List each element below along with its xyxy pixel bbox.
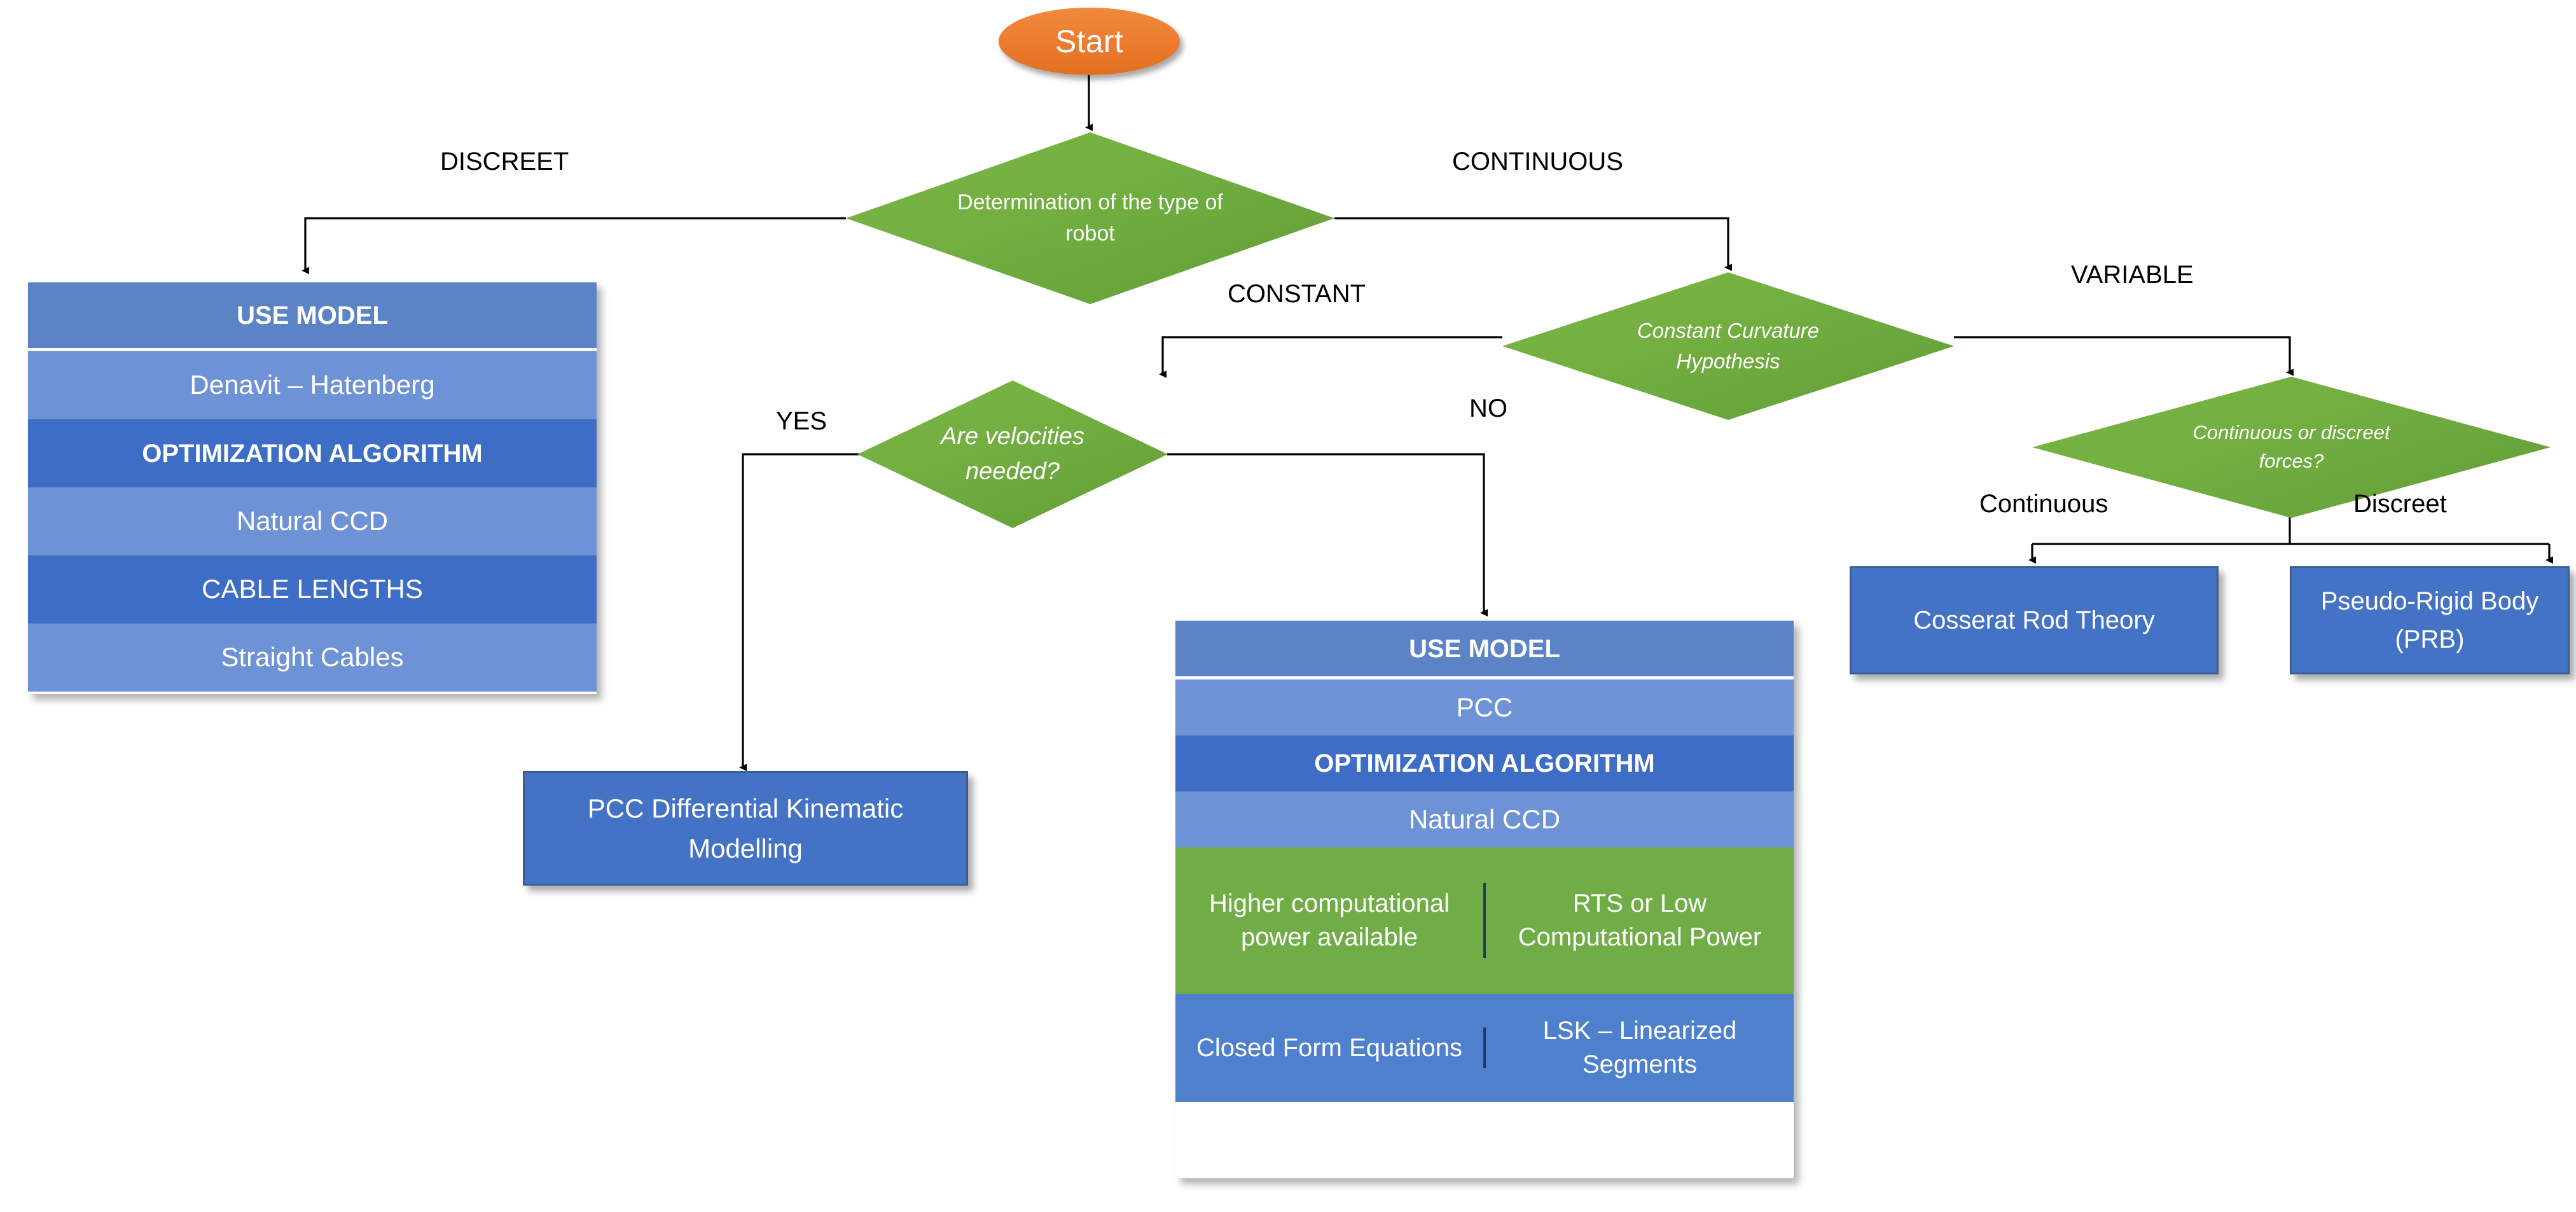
process-pcc-differential-label: PCC Differential Kinematic Modelling (587, 793, 904, 863)
edge-discreet (301, 217, 846, 274)
decision-forces-type[interactable]: Continuous or discreet forces? (2032, 377, 2551, 518)
table-row: CABLE LENGTHS (28, 555, 597, 623)
decision-constant-curvature-label: Constant Curvature Hypothesis (1637, 319, 1820, 373)
decision-type-of-robot[interactable]: Determination of the type of robot (846, 132, 1334, 304)
edge-label-discreet: DISCREET (440, 148, 569, 176)
table-row: PCC (1175, 679, 1794, 735)
table-cell: LSK – Linearized Segments (1542, 1017, 1737, 1078)
edge-label-constant: CONSTANT (1228, 280, 1366, 308)
start-label: Start (1055, 24, 1124, 59)
edge-no (1167, 453, 1488, 616)
discreet-use-model-table[interactable]: USE MODEL Denavit – Hatenberg OPTIMIZATI… (28, 282, 597, 694)
table-row-split: Closed Form Equations LSK – Linearized S… (1175, 994, 1794, 1102)
table-row: Straight Cables (28, 623, 597, 692)
edge-label-continuous: CONTINUOUS (1452, 148, 1623, 176)
start-node[interactable]: Start (999, 8, 1180, 75)
table-cell: Closed Form Equations (1175, 1027, 1486, 1069)
edge-label-continuous-force: Continuous (1979, 490, 2109, 518)
edge-continuous (1334, 217, 1732, 271)
table-cell: RTS or Low Computational Power (1518, 889, 1762, 951)
table-row: USE MODEL (1175, 621, 1794, 679)
table-row: OPTIMIZATION ALGORITHM (28, 419, 597, 487)
process-pseudo-rigid-body[interactable]: Pseudo-Rigid Body (PRB) (2290, 566, 2570, 674)
decision-type-of-robot-label: Determination of the type of robot (957, 190, 1223, 246)
edge-label-discreet-force: Discreet (2353, 490, 2447, 518)
edge-label-no: NO (1469, 394, 1507, 422)
edge-label-yes: YES (776, 407, 828, 435)
table-row: USE MODEL (28, 282, 597, 351)
process-cosserat-rod-theory-label: Cosserat Rod Theory (1913, 606, 2155, 634)
process-pcc-differential[interactable]: PCC Differential Kinematic Modelling (523, 771, 968, 886)
table-row: OPTIMIZATION ALGORITHM (1175, 735, 1794, 791)
table-row: Natural CCD (28, 487, 597, 555)
table-cell: Higher computational power available (1175, 883, 1486, 958)
table-row: Denavit – Hatenberg (28, 351, 597, 419)
decision-constant-curvature[interactable]: Constant Curvature Hypothesis (1502, 272, 1954, 420)
table-row-split: Higher computational power available RTS… (1175, 847, 1794, 994)
decision-velocities-needed-label: Are velocities needed? (941, 422, 1084, 485)
decision-velocities-needed[interactable]: Are velocities needed? (857, 380, 1168, 528)
edge-constant (1159, 336, 1502, 378)
table-row: Natural CCD (1175, 791, 1794, 847)
edge-variable (1954, 336, 2294, 376)
edge-yes (739, 453, 875, 771)
process-pseudo-rigid-body-label: Pseudo-Rigid Body (PRB) (2320, 587, 2539, 653)
constant-curvature-use-model-table[interactable]: USE MODEL PCC OPTIMIZATION ALGORITHM Nat… (1175, 620, 1794, 1178)
decision-forces-type-label: Continuous or discreet forces? (2192, 421, 2390, 472)
process-cosserat-rod-theory[interactable]: Cosserat Rod Theory (1850, 566, 2219, 674)
edge-label-variable: VARIABLE (2071, 261, 2194, 289)
